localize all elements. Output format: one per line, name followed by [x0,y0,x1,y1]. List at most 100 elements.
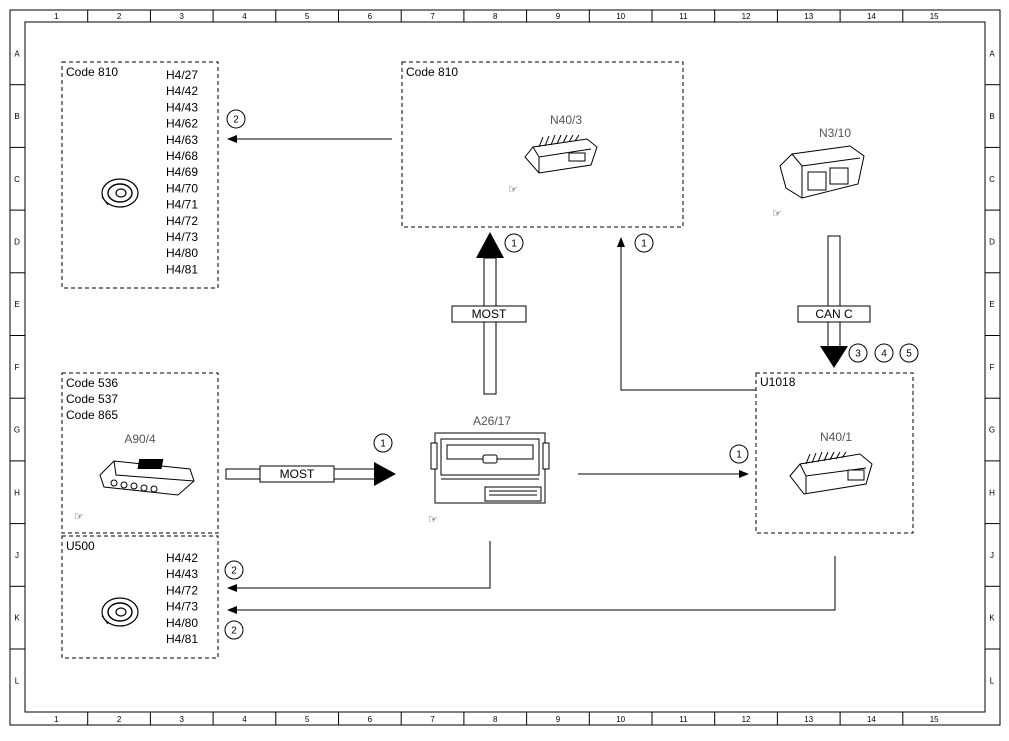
amplifier-module-icon [524,134,598,174]
bus-label: MOST [472,307,507,321]
grid-row-label: B [14,112,19,121]
grid-column-label: 7 [430,12,435,21]
speaker-item: H4/72 [166,583,198,597]
badge-b1-right-up: 1 [634,233,654,253]
grid-column-label: 8 [493,12,498,21]
grid-column-label: 12 [742,715,751,724]
tuner-module-icon [99,459,195,496]
grid-row-label: K [989,614,995,623]
bus-can-c: CAN C [797,235,871,368]
speaker-item: H4/62 [166,117,198,131]
grid-row-label: D [14,237,20,246]
code-item: Code 865 [66,408,118,422]
grid-column-label: 7 [430,715,435,724]
bus-label: CAN C [815,307,853,321]
grid-column-label: 1 [54,12,59,21]
grid-column-label: 9 [556,715,561,724]
component-n3-10: N3/10 ☞ [772,126,865,220]
badge-number: 1 [641,239,647,250]
grid-row-label: K [14,614,20,623]
speaker-item: H4/71 [166,198,198,212]
grid-row-label: D [989,237,995,246]
grid-row-label: G [989,426,995,435]
grid-column-label: 14 [867,12,876,21]
grid-column-label: 12 [742,12,751,21]
grid-column-label: 6 [368,12,373,21]
grid-column-label: 4 [242,12,247,21]
engine-control-unit-icon [779,145,865,199]
grid-column-label: 13 [804,715,813,724]
speaker-item: H4/70 [166,181,198,195]
speaker-list: H4/27H4/42H4/43H4/62H4/63H4/68H4/69H4/70… [166,68,198,276]
badge-b1-most-up: 1 [504,233,524,253]
inner-frame [24,21,986,713]
grid-row-label: J [15,551,19,560]
grid-row-label: B [989,112,994,121]
component-label-n3-10: N3/10 [819,126,851,140]
speaker-item: H4/43 [166,100,198,114]
grid-column-label: 15 [930,715,939,724]
hand-pointer-icon: ☞ [428,514,438,526]
grid-row-label: F [990,363,995,372]
grid-column-label: 14 [867,715,876,724]
grid-column-label: 3 [180,12,185,21]
component-label-n40-1: N40/1 [820,430,852,444]
group-title: U500 [66,539,95,553]
speaker-item: H4/42 [166,551,198,565]
grid-column-label: 5 [305,12,310,21]
speaker-icon [101,597,139,627]
speaker-item: H4/73 [166,230,198,244]
speaker-item: H4/80 [166,616,198,630]
grid-row-label: H [989,488,995,497]
speaker-item: H4/63 [166,133,198,147]
connection-u1018-to-u500 [227,556,836,614]
badge-number: 2 [231,566,237,577]
head-unit-icon [430,432,550,504]
hand-pointer-icon: ☞ [74,511,84,523]
code-item: Code 536 [66,376,118,390]
hand-pointer-icon: ☞ [772,208,782,220]
code-item: Code 537 [66,392,118,406]
grid-column-label: 15 [930,12,939,21]
grid-column-label: 13 [804,12,813,21]
grid-column-label: 1 [54,715,59,724]
badge-b2-u500-bottom: 2 [224,620,244,640]
grid-row-label: E [14,300,19,309]
group-border [755,372,914,534]
group-title: U1018 [760,375,796,389]
connection-a26-17-to-u500 [227,541,491,592]
grid-column-label: 2 [117,715,122,724]
badge-number: 1 [380,439,386,450]
grid-row-label: L [15,676,20,685]
badge-number: 4 [881,349,887,360]
badge-b1-most-h: 1 [373,433,393,453]
group-border [401,61,684,228]
speaker-icon [101,178,139,208]
speaker-item: H4/80 [166,246,198,260]
speaker-item: H4/73 [166,600,198,614]
group-border [61,372,219,534]
grid-column-label: 11 [679,715,688,724]
grid-row-label: G [14,426,20,435]
group-code810-left: Code 810 H4/27H4/42H4/43H4/62H4/63H4/68H… [61,61,219,289]
grid-row-label: A [989,49,995,58]
grid-column-label: 8 [493,715,498,724]
speaker-item: H4/42 [166,84,198,98]
grid-labels: 1122334455667788991010111112121313141415… [10,10,1000,725]
bus-label: MOST [280,467,315,481]
badge-b5: 5 [899,343,919,363]
grid-row-label: J [990,551,994,560]
component-a26-17: A26/17 ☞ [428,414,550,526]
connection-u1018-to-n40-3 [617,237,756,391]
amplifier-module-icon [789,451,873,495]
badge-b1-u1018: 1 [729,444,749,464]
group-title: Code 810 [66,65,118,79]
grid-column-label: 3 [180,715,185,724]
grid-column-label: 2 [117,12,122,21]
